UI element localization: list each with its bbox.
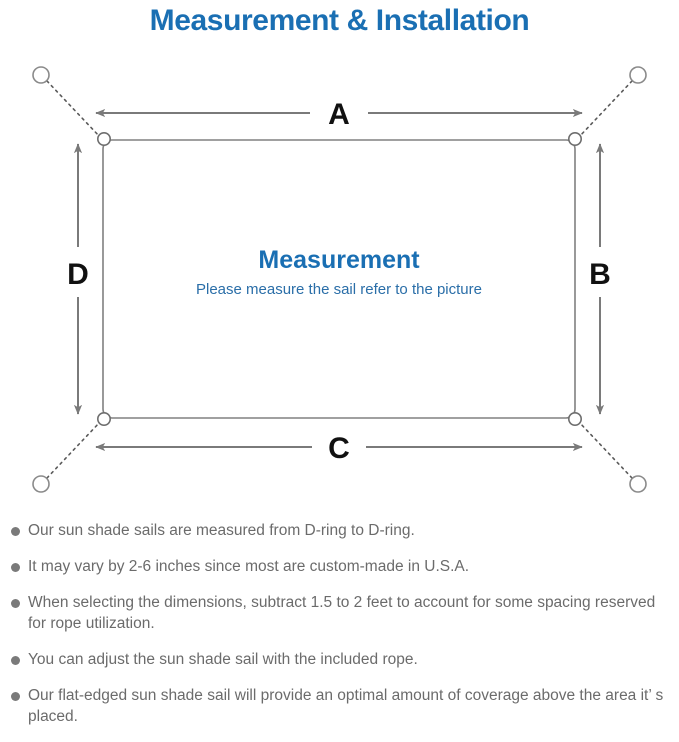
rope-bottom-right <box>578 421 633 479</box>
list-item: You can adjust the sun shade sail with t… <box>0 649 679 670</box>
list-item-text: You can adjust the sun shade sail with t… <box>28 651 418 668</box>
dimension-label-d: D <box>67 258 89 291</box>
dimension-label-c: C <box>328 432 350 465</box>
bullet-icon <box>11 656 20 665</box>
bullet-icon <box>11 527 20 536</box>
d-ring-bottom-left <box>97 411 112 426</box>
rope-bottom-left <box>46 421 101 479</box>
d-ring-top-right <box>567 132 582 147</box>
list-item-text: When selecting the dimensions, subtract … <box>28 594 656 632</box>
page-title: Measurement & Installation <box>149 4 530 37</box>
bullet-icon <box>11 692 20 701</box>
anchor-top-left <box>32 66 50 84</box>
list-item: Our sun shade sails are measured from D-… <box>0 520 679 541</box>
diagram-center-subtitle: Please measure the sail refer to the pic… <box>196 281 482 298</box>
list-item-text: Our flat-edged sun shade sail will provi… <box>28 687 664 725</box>
list-item-text: It may vary by 2-6 inches since most are… <box>28 558 470 575</box>
anchor-bottom-right <box>629 475 647 493</box>
list-item: It may vary by 2-6 inches since most are… <box>0 556 679 577</box>
list-item: Our flat-edged sun shade sail will provi… <box>0 685 679 727</box>
anchor-top-right <box>629 66 647 84</box>
sail-body <box>102 139 576 419</box>
dimension-label-a: A <box>328 98 350 131</box>
list-item-text: Our sun shade sails are measured from D-… <box>28 522 415 539</box>
anchor-bottom-left <box>32 475 50 493</box>
d-ring-top-left <box>97 132 112 147</box>
diagram-center-title: Measurement <box>258 246 420 274</box>
notes-list: Our sun shade sails are measured from D-… <box>0 520 679 742</box>
rope-top-left <box>46 80 101 138</box>
bullet-icon <box>11 599 20 608</box>
bullet-icon <box>11 563 20 572</box>
d-ring-bottom-right <box>567 411 582 426</box>
sun-shade-sail-measurement-diagram: A C D B Measurement Please measure the s… <box>0 44 679 514</box>
dimension-label-b: B <box>589 258 611 291</box>
rope-top-right <box>578 80 633 138</box>
list-item: When selecting the dimensions, subtract … <box>0 592 679 634</box>
